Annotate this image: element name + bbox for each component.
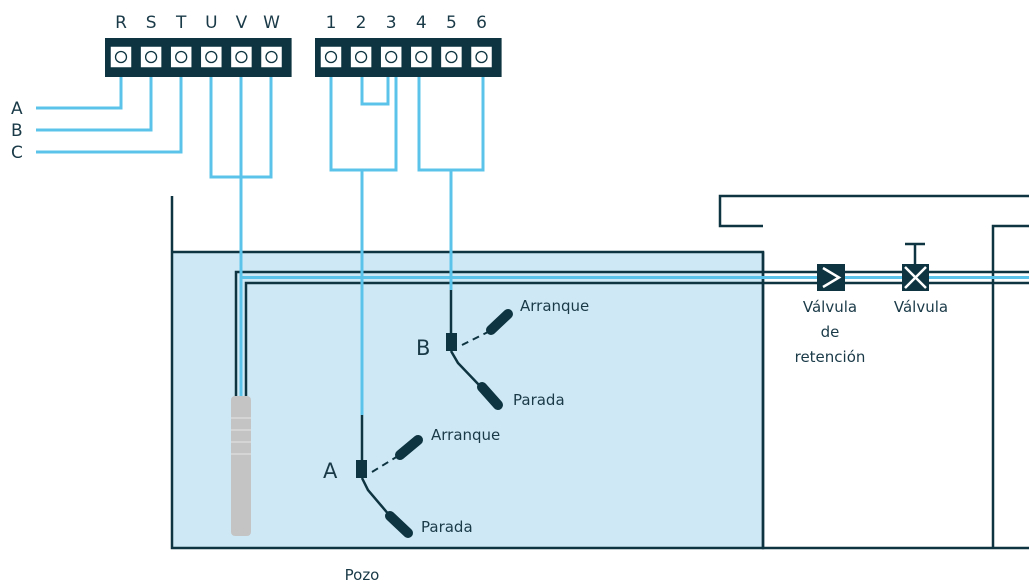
outlet-tank <box>761 252 1029 550</box>
power-terminal-screw <box>114 50 128 64</box>
control-terminal-label: 5 <box>446 13 457 33</box>
control-terminal-screw <box>354 50 368 64</box>
phase-label-b: B <box>11 121 23 141</box>
power-terminal-label: V <box>236 13 248 33</box>
power-terminal-label: R <box>115 13 127 33</box>
power-terminal-label: W <box>263 13 280 33</box>
control-terminal-screw <box>445 50 458 64</box>
power-terminal-label: T <box>175 13 187 33</box>
gate-valve <box>902 242 929 291</box>
motor-cable <box>209 69 273 396</box>
float-switch-b <box>446 290 513 410</box>
control-terminal-label: 2 <box>356 13 367 33</box>
check-valve-label-line1: Válvula <box>803 298 857 316</box>
tank-roof <box>718 194 1029 228</box>
power-terminal-label: U <box>205 13 217 33</box>
control-terminal-screw <box>324 50 338 64</box>
phase-wire-b <box>36 69 153 132</box>
control-terminal-screw <box>475 50 488 64</box>
power-terminal-screw <box>175 50 188 64</box>
power-terminal-screw <box>235 50 248 64</box>
control-terminal-label: 3 <box>386 13 397 33</box>
phase-label-c: C <box>11 143 23 163</box>
control-terminal-screw <box>385 50 398 64</box>
phase-label-a: A <box>11 99 23 119</box>
control-terminal-label: 4 <box>416 13 427 33</box>
control-terminal-label: 6 <box>476 13 487 33</box>
tank-top <box>991 224 1029 548</box>
discharge-pipe-outer <box>234 270 1029 396</box>
control-loop-2-3 <box>360 69 390 106</box>
float-a-start-label: Arranque <box>431 426 500 444</box>
valve-label: Válvula <box>894 298 948 316</box>
check-valve-label-line2: de <box>821 323 840 341</box>
float-b-name: B <box>416 336 430 360</box>
discharge-pipe-inner <box>244 281 1029 396</box>
control-terminal-screw <box>415 50 428 64</box>
check-valve-label-line3: retención <box>795 348 866 366</box>
power-terminal-screw <box>205 50 218 64</box>
check-valve <box>817 264 845 291</box>
power-terminal-screw <box>265 50 278 64</box>
control-terminal-label: 1 <box>326 13 337 33</box>
float-a-name: A <box>323 459 338 483</box>
float-switch-a <box>356 415 423 538</box>
power-terminal-label: S <box>146 13 157 33</box>
phase-wire-c <box>36 69 183 154</box>
float-a-stop-label: Parada <box>421 518 473 536</box>
submersible-pump <box>231 396 251 536</box>
float-b-start-label: Arranque <box>520 297 589 315</box>
well-water <box>172 252 763 548</box>
phase-wire-a <box>36 69 123 110</box>
control-cable-a <box>329 69 398 415</box>
float-b-stop-label: Parada <box>513 391 565 409</box>
well-label: Pozo <box>345 566 380 583</box>
control-cable-b <box>417 69 485 290</box>
power-terminal-screw <box>144 50 158 64</box>
